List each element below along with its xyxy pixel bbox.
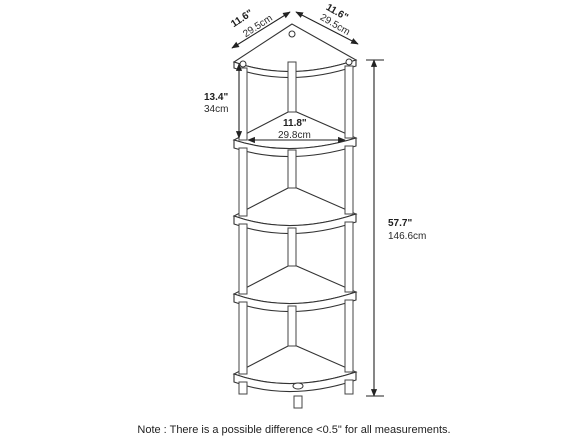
height-in: 57.7" — [388, 218, 412, 229]
height-arrow — [366, 59, 384, 397]
shelf-3 — [232, 185, 358, 235]
width-left-arrow — [231, 11, 291, 49]
width-right-arrow — [295, 11, 359, 45]
measurement-note: Note : There is a possible difference <0… — [137, 424, 451, 436]
shelf-depth-cm: 29.8cm — [278, 130, 311, 141]
front-posts — [238, 61, 354, 409]
height-cm: 146.6cm — [388, 231, 426, 242]
shelf-4 — [232, 263, 358, 313]
shelf-depth-in: 11.8" — [283, 118, 307, 129]
shelf-5 — [232, 343, 358, 393]
shelf-gap-cm: 34cm — [204, 104, 228, 115]
shelf-gap-in: 13.4" — [204, 92, 228, 103]
